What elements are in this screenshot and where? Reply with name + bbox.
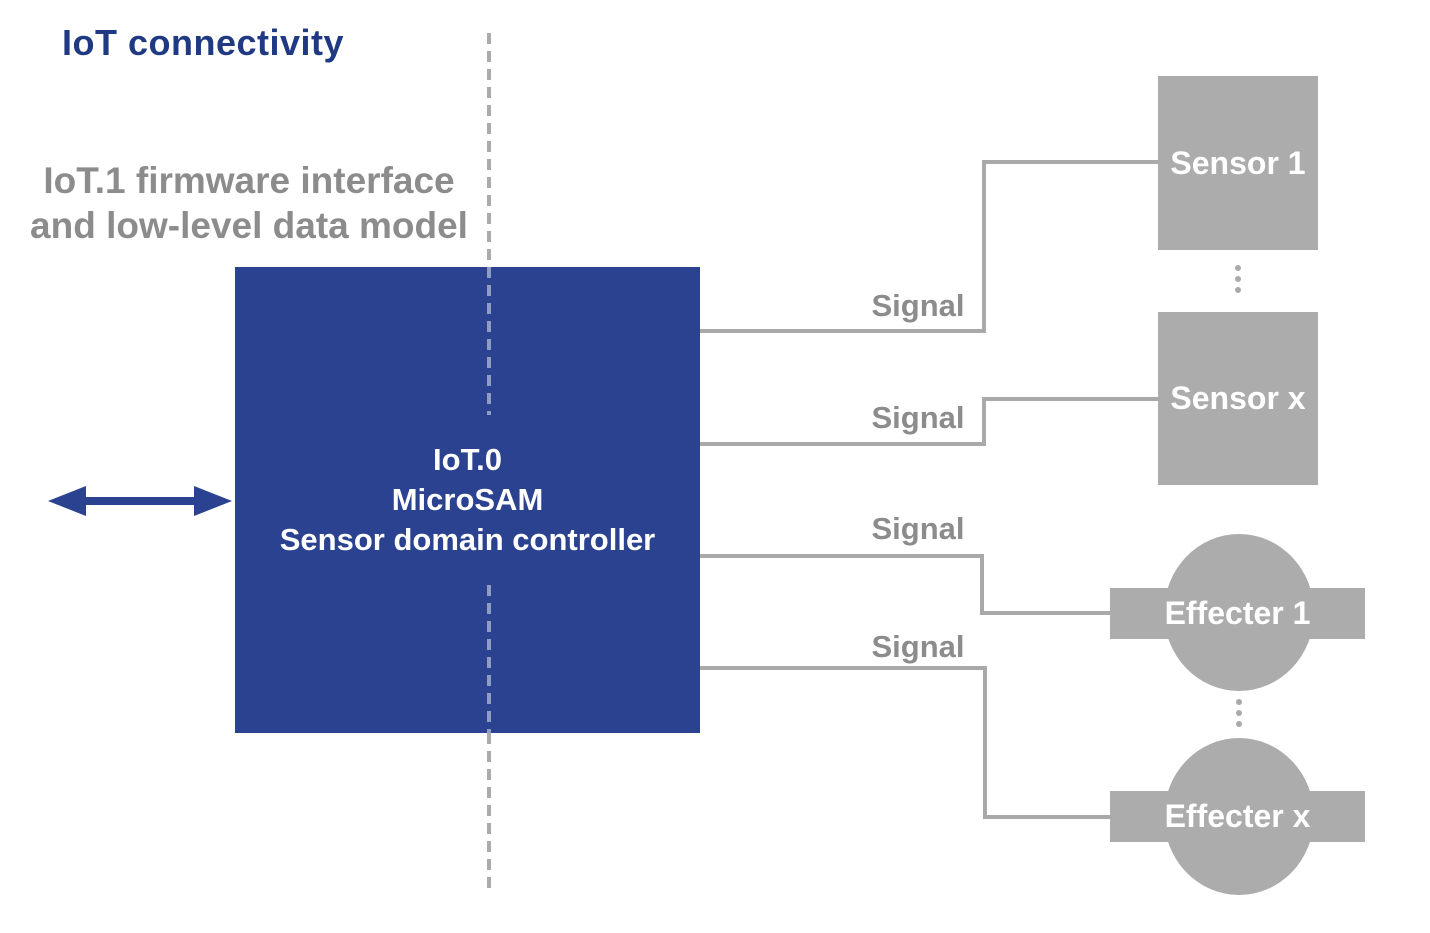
effecter-x-banner: Effecter x <box>1110 791 1365 842</box>
caption-line-1: IoT.1 firmware interface <box>43 160 455 201</box>
effecter-1-banner: Effecter 1 <box>1110 588 1365 639</box>
vertical-dashed-line-over-box-bottom <box>487 585 491 733</box>
signal-label-4: Signal <box>871 629 965 664</box>
firmware-interface-caption: IoT.1 firmware interface and low-level d… <box>18 158 480 248</box>
controller-label: IoT.0 MicroSAM Sensor domain controller <box>280 440 656 560</box>
signal-label-1: Signal <box>871 288 965 323</box>
signal-label-2: Signal <box>871 400 965 435</box>
sensor-domain-controller-box: IoT.0 MicroSAM Sensor domain controller <box>235 267 700 733</box>
effecter-ellipsis-icon <box>1236 699 1242 727</box>
effecter-x-label: Effecter x <box>1164 798 1311 834</box>
page-title: IoT connectivity <box>62 22 345 63</box>
signal-label-3: Signal <box>871 511 965 546</box>
connector-line-effecter-1 <box>700 554 1110 615</box>
sensor-x-box: Sensor x <box>1158 312 1318 485</box>
sensor-1-box: Sensor 1 <box>1158 76 1318 250</box>
sensor-1-label: Sensor 1 <box>1170 144 1306 181</box>
bidirectional-arrow-icon <box>48 486 232 516</box>
vertical-dashed-line-top <box>487 33 491 267</box>
vertical-dashed-line-over-box-top <box>487 267 491 415</box>
sensor-ellipsis-icon <box>1235 265 1241 293</box>
effecter-1-label: Effecter 1 <box>1164 595 1311 631</box>
vertical-dashed-line-bottom <box>487 733 491 893</box>
connector-line-effecter-x <box>700 666 1110 819</box>
sensor-x-label: Sensor x <box>1170 380 1306 416</box>
controller-line-3: Sensor domain controller <box>279 522 656 557</box>
controller-line-1: IoT.0 <box>433 442 502 477</box>
caption-line-2: and low-level data model <box>30 205 468 246</box>
controller-line-2: MicroSAM <box>391 482 544 517</box>
